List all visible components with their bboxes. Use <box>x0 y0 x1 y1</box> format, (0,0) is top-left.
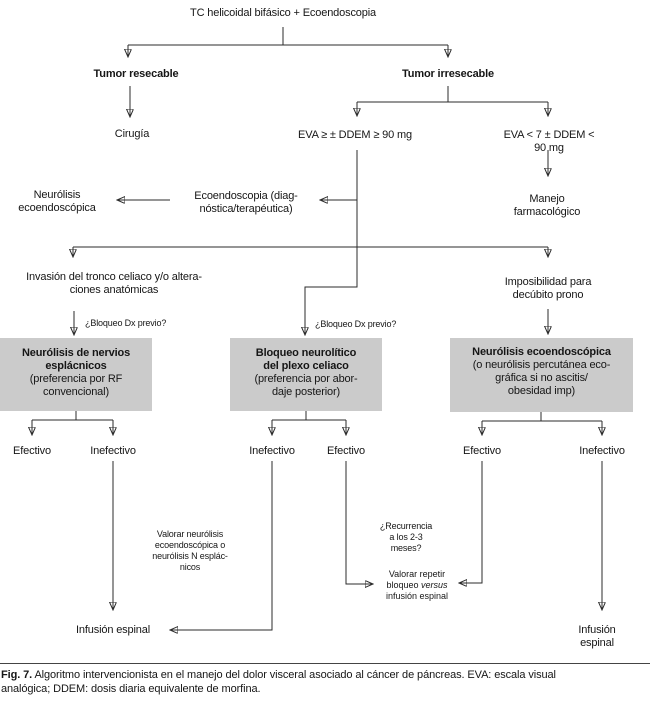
outcome-box3-efectivo: Efectivo <box>463 445 501 457</box>
outcome-box2-inefectivo: Inefectivo <box>249 445 295 457</box>
node-cirugia: Cirugía <box>114 128 150 140</box>
node-infusion-espinal-right: Infusión espinal <box>578 624 616 649</box>
line-efectivo2-to-valorar-repetir <box>345 461 373 584</box>
node-tumor-irresecable: Tumor irresecable <box>401 68 495 80</box>
node-eva-alta: EVA ≥ ± DDEM ≥ 90 mg <box>298 129 412 141</box>
node-infusion-espinal-left: Infusión espinal <box>75 624 151 636</box>
outcome-box3-inefectivo: Inefectivo <box>579 445 625 457</box>
line-trunk-to-box2 <box>305 150 358 335</box>
outcome-box1-inefectivo: Inefectivo <box>90 445 136 457</box>
box2-title: Bloqueo neurolítico del plexo celiaco <box>255 347 357 372</box>
outcome-box2-efectivo: Efectivo <box>327 445 365 457</box>
node-imposibilidad-decubito: Imposibilidad para decúbito prono <box>504 276 592 301</box>
treatment-box-bloqueo-plexo-celiaco: Bloqueo neurolítico del plexo celiaco (p… <box>230 338 382 411</box>
box2-subtitle: (preferencia por abor- daje posterior) <box>254 373 358 398</box>
outcome-box1-efectivo: Efectivo <box>13 445 51 457</box>
node-root: TC helicoidal bifásico + Ecoendoscopia <box>190 7 376 19</box>
note-valorar-repetir-line1: Valorar repetir <box>388 569 446 579</box>
node-neurolisis-ecoendoscopica: Neurólisis ecoendoscópica <box>18 189 96 214</box>
note-valorar-neurolisis: Valorar neurólisis ecoendoscópica o neur… <box>152 529 228 572</box>
line-box1-split <box>32 411 113 421</box>
caption-divider <box>0 663 650 664</box>
note-recurrencia: ¿Recurrencia a los 2-3 meses? <box>379 521 433 553</box>
node-invasion-tronco: Invasión del tronco celiaco y/o altera- … <box>26 271 202 296</box>
line-inefectivo2-to-infusion-left <box>170 461 273 630</box>
figure-caption-text: Algoritmo intervencionista en el manejo … <box>1 669 556 695</box>
line-box2-split <box>272 411 346 421</box>
line-efectivo3-to-valorar-repetir <box>459 461 483 583</box>
treatment-box-neurolisis-esplacnicos: Neurólisis de nervios esplácnicos (prefe… <box>0 338 152 411</box>
note-valorar-repetir-line2-text: bloqueo <box>386 580 419 590</box>
line-box3-split <box>482 412 602 422</box>
label-bloqueo-dx-previo-center: ¿Bloqueo Dx previo? <box>315 319 397 329</box>
node-manejo-farmacologico: Manejo farmacológico <box>513 193 581 218</box>
note-valorar-repetir: Valorar repetir bloqueo versus infusión … <box>386 569 448 602</box>
box1-subtitle: (preferencia por RF convencional) <box>29 373 123 398</box>
node-ecoendoscopia: Ecoendoscopia (diag- nóstica/terapéutica… <box>194 190 298 215</box>
figure-caption: Fig. 7. Algoritmo intervencionista en el… <box>1 669 649 696</box>
box1-title: Neurólisis de nervios esplácnicos <box>21 347 131 372</box>
box3-title: Neurólisis ecoendoscópica <box>472 346 611 358</box>
box3-subtitle: (o neurólisis percutánea eco- gráfica si… <box>472 359 611 397</box>
note-valorar-repetir-line2: bloqueo versus <box>386 580 448 591</box>
node-eva-baja: EVA < 7 ± DDEM < 90 mg <box>503 129 595 154</box>
node-tumor-resecable: Tumor resecable <box>93 68 179 80</box>
treatment-box-neurolisis-ecoendoscopica: Neurólisis ecoendoscópica (o neurólisis … <box>450 338 633 412</box>
note-valorar-repetir-line3: infusión espinal <box>385 591 449 601</box>
note-valorar-repetir-versus: versus <box>421 580 448 590</box>
figure-caption-label: Fig. 7. <box>1 669 33 681</box>
label-bloqueo-dx-previo-left: ¿Bloqueo Dx previo? <box>85 318 167 328</box>
